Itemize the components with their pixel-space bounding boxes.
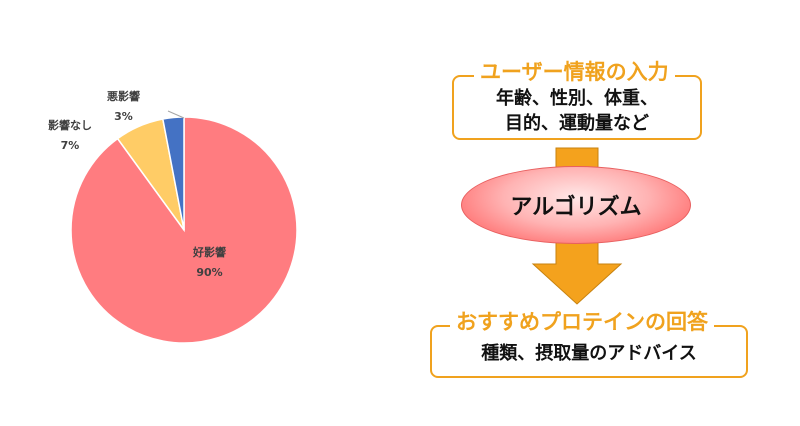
input-panel-body: 年齢、性別、体重、 目的、運動量など xyxy=(496,88,658,134)
slice-good xyxy=(70,116,298,344)
slice-label-neutral: 影響なし 7% xyxy=(48,119,92,152)
output-panel-body: 種類、摂取量のアドバイス xyxy=(481,343,697,364)
slice-bad xyxy=(161,116,185,231)
input-panel-title: ユーザー情報の入力 xyxy=(474,60,675,84)
slice-label-bad: 悪影響 3% xyxy=(107,90,140,123)
leader-line-bad xyxy=(167,110,185,119)
algorithm-ellipse: アルゴリズム xyxy=(461,166,691,244)
algorithm-label: アルゴリズム xyxy=(510,195,642,220)
slice-label-good: 好影響 90% xyxy=(193,246,226,279)
input-panel: 年齢、性別、体重、 目的、運動量など xyxy=(452,75,702,140)
output-panel-title: おすすめプロテインの回答 xyxy=(450,310,714,334)
